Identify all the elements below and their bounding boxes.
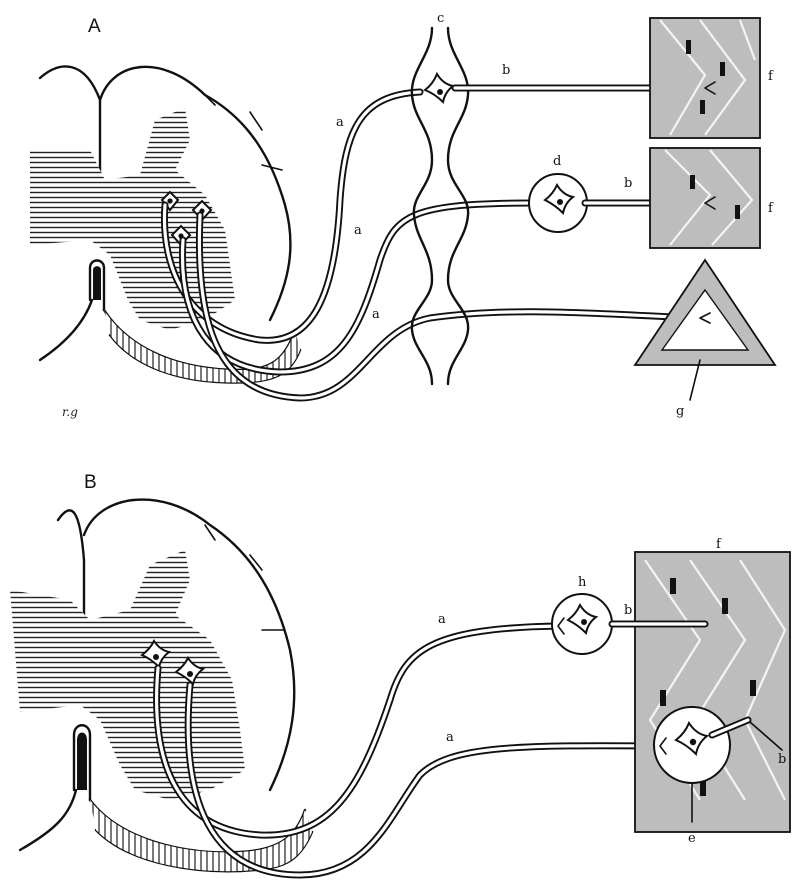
ventral-fissure-a <box>93 266 101 300</box>
label-f-mid: f <box>768 201 774 216</box>
label-b-top: b <box>502 63 510 78</box>
smooth-muscle-strip-b <box>635 552 790 832</box>
label-b-e: e <box>688 831 696 846</box>
label-b-f: f <box>716 537 722 552</box>
label-b-b-top: b <box>624 603 632 618</box>
label-a-low: a <box>372 307 380 322</box>
label-b-h: h <box>578 575 587 590</box>
spinal-cord-section-b <box>10 500 312 872</box>
label-b-b-right: b <box>778 752 786 767</box>
label-g: g <box>676 404 684 419</box>
label-c: c <box>437 11 444 26</box>
label-a-top: a <box>336 115 344 130</box>
collateral-ganglion <box>529 174 587 232</box>
smooth-muscle-strip-a <box>650 18 760 248</box>
label-d: d <box>553 154 561 169</box>
panel-a-title: A <box>88 16 101 37</box>
chain-ganglion-cell <box>425 74 453 102</box>
margin-note: r.g <box>62 405 78 419</box>
label-f-top: f <box>768 69 774 84</box>
label-a-mid: a <box>354 223 362 238</box>
panel-b: B <box>10 472 790 875</box>
label-b-a-top: a <box>438 612 446 627</box>
panel-a: A <box>30 11 775 419</box>
label-b-mid: b <box>624 176 632 191</box>
gland-a <box>635 260 775 400</box>
grey-matter-b <box>10 550 245 800</box>
panel-b-title: B <box>84 472 97 493</box>
label-b-a-low: a <box>446 730 454 745</box>
ganglion-h <box>552 594 612 654</box>
preganglionic-fibers-a <box>164 92 705 398</box>
ventral-fissure-b <box>77 733 87 791</box>
